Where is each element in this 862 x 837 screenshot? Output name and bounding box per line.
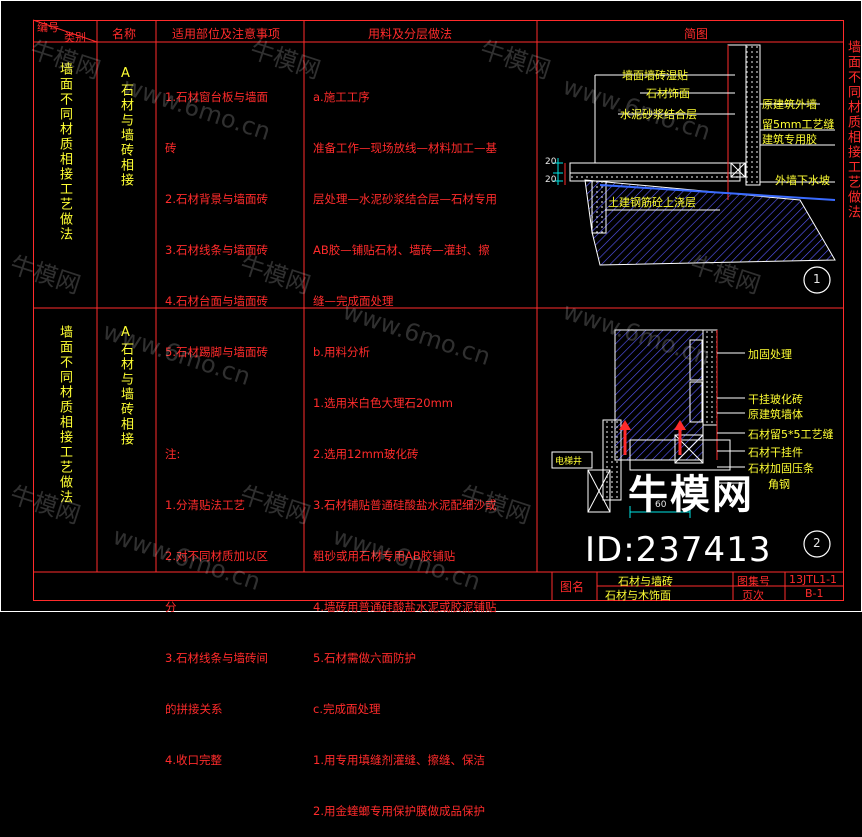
- material-line: 2.用金蝰螂专用保护膜做成品保护: [313, 804, 485, 818]
- header-scope: 适用部位及注意事项: [172, 27, 281, 41]
- scope-line: 砖: [165, 141, 177, 155]
- header-category-label: 类别: [64, 31, 86, 44]
- material-line: b.用料分析: [313, 345, 370, 359]
- row2-category: 墙面不同材质相接工艺做法: [57, 325, 72, 505]
- scope-line: 3.石材线条与墙面砖: [165, 243, 268, 257]
- material-line: 层处理—水泥砂浆结合层—石材专用: [313, 192, 497, 206]
- scope-line: 1.分清贴法工艺: [165, 498, 245, 512]
- material-line: 1.用专用填缝剂灌缝、擦缝、保洁: [313, 753, 485, 767]
- d2-label-strip: 石材加固压条: [748, 462, 814, 475]
- d1-number: 1: [813, 272, 821, 286]
- d1-label-slope: 外墙下水坡: [775, 174, 830, 187]
- d2-label-gap: 石材留5*5工艺缝: [748, 428, 834, 441]
- row1-scope-list: 1.石材窗台板与墙面 砖 2.石材背景与墙面砖 3.石材线条与墙面砖 4.石材台…: [165, 55, 268, 786]
- header-materials: 用料及分层做法: [368, 27, 453, 41]
- detail-diagram-1: [553, 44, 836, 294]
- material-line: 1.选用米白色大理石20mm: [313, 396, 454, 410]
- header-drawing: 简图: [684, 27, 709, 41]
- scope-line: 4.收口完整: [165, 753, 222, 767]
- material-line: 2.选用12mm玻化砖: [313, 447, 419, 461]
- material-line: 4.墙砖用普通硅酸盐水泥或胶泥铺贴: [313, 600, 497, 614]
- scope-line: 4.石材台面与墙面砖: [165, 294, 268, 308]
- scope-line: 注:: [165, 447, 181, 461]
- scope-line: [165, 395, 268, 412]
- d2-label-tile: 干挂玻化砖: [748, 393, 803, 406]
- footer-figure-name-2: 石材与木饰面: [605, 589, 671, 602]
- footer-page-label: 页次: [742, 589, 764, 602]
- scope-line: 的拼接关系: [165, 702, 223, 716]
- d1-label-mortar: 水泥砂浆结合层: [620, 108, 697, 121]
- side-title: 墙面不同材质相接工艺做法: [845, 40, 860, 220]
- d2-label-reinforce: 加固处理: [748, 348, 792, 361]
- footer-figure-name-1: 石材与墙砖: [618, 575, 673, 588]
- d2-dim: 60: [655, 500, 667, 510]
- header-name: 名称: [112, 27, 137, 41]
- d1-label-gap: 留5mm工艺缝: [762, 118, 835, 131]
- d2-label-wall: 原建筑墙体: [748, 408, 803, 421]
- material-line: c.完成面处理: [313, 702, 381, 716]
- d1-label-concrete: 土建钢筋砼上浇层: [608, 196, 696, 209]
- d1-label-stone-finish: 石材饰面: [646, 87, 690, 100]
- d1-label-wall-tile: 墙面墙砖湿贴: [622, 69, 688, 82]
- scope-line: 5.石材踢脚与墙面砖: [165, 345, 268, 359]
- material-line: 粗砂或用石材专用AB胶铺贴: [313, 549, 456, 563]
- watermark-brand-large: 牛模网: [628, 472, 754, 518]
- scope-line: 3.石材线条与墙砖间: [165, 651, 268, 665]
- scope-line: 2.对不同材质加以区: [165, 549, 268, 563]
- d2-tag-elevator: 电梯井: [555, 457, 583, 467]
- d2-number: 2: [813, 536, 821, 550]
- material-line: 准备工作—现场放线—材料加工—基: [313, 141, 497, 155]
- material-line: AB胶—铺贴石材、墙砖—灌封、擦: [313, 243, 490, 257]
- d1-label-exterior-wall: 原建筑外墙: [762, 98, 817, 111]
- row1-name: A石材与墙砖相接: [118, 66, 133, 188]
- footer-atlas-value: 13JTL1-1: [789, 573, 838, 586]
- scope-line: 1.石材窗台板与墙面: [165, 90, 268, 104]
- d1-dim-bottom: 20: [545, 175, 557, 185]
- d2-label-hanger: 石材干挂件: [748, 446, 803, 459]
- scope-line: 2.石材背景与墙面砖: [165, 192, 268, 206]
- footer-atlas-label: 图集号: [737, 575, 770, 588]
- row1-category: 墙面不同材质相接工艺做法: [57, 62, 72, 242]
- watermark-id: ID:237413: [585, 530, 772, 570]
- header-code-label: 编号: [37, 21, 59, 34]
- material-line: 缝—完成面处理: [313, 294, 394, 308]
- footer-figure-label: 图名: [560, 580, 585, 594]
- d1-dim-top: 20: [545, 157, 557, 167]
- material-line: 3.石材铺贴普通硅酸盐水泥配细沙或: [313, 498, 497, 512]
- detail-diagram-2: [551, 329, 831, 558]
- footer-page-value: B-1: [805, 587, 824, 600]
- drawing-frame: [0, 0, 862, 612]
- d1-label-glue: 建筑专用胶: [762, 133, 817, 146]
- material-line: a.施工工序: [313, 90, 370, 104]
- row1-material-list: a.施工工序 准备工作—现场放线—材料加工—基 层处理—水泥砂浆结合层—石材专用…: [313, 55, 497, 837]
- scope-line: 分: [165, 600, 177, 614]
- d2-label-angle: 角钢: [768, 478, 790, 491]
- row2-name: A石材与墙砖相接: [118, 325, 133, 447]
- material-line: 5.石材需做六面防护: [313, 651, 416, 665]
